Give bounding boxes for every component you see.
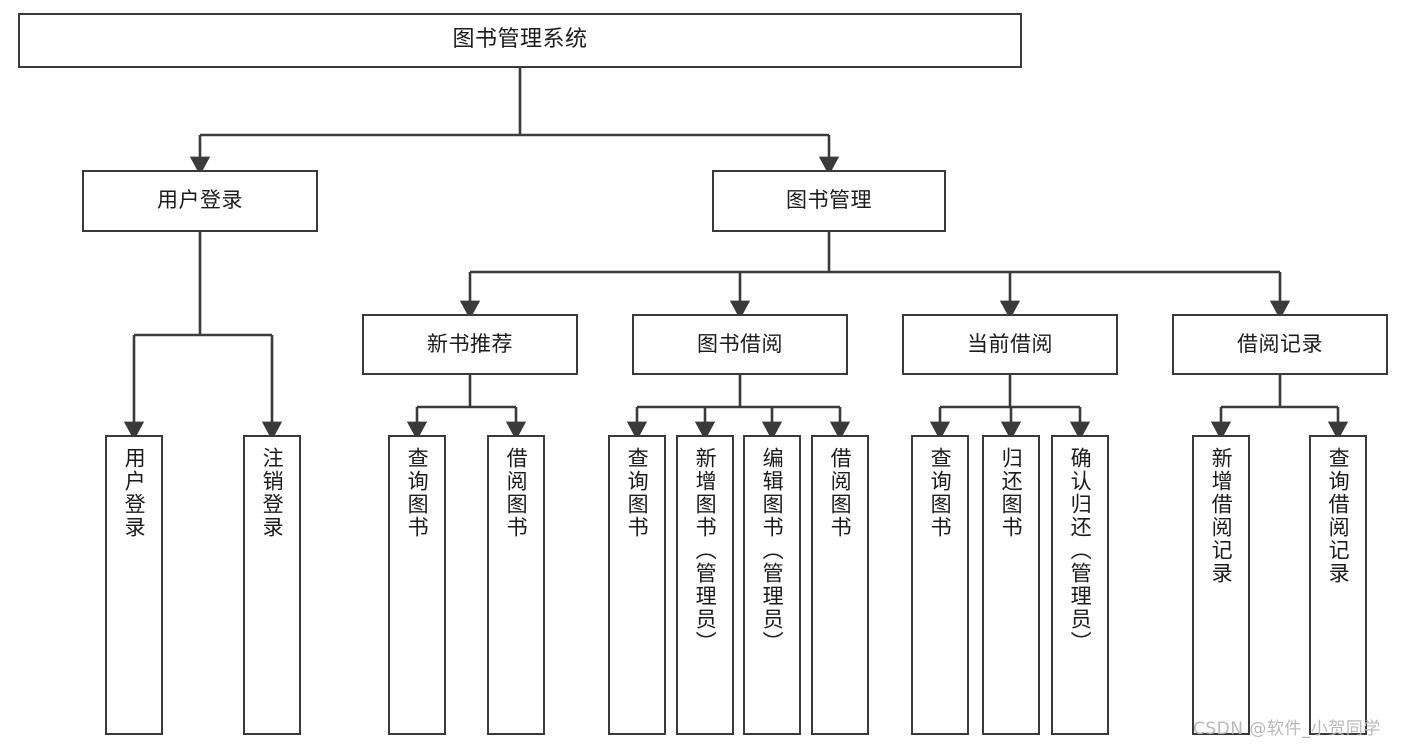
node-root[interactable]: 图书管理系统	[18, 13, 1022, 68]
node-user-login[interactable]: 用户登录	[82, 170, 318, 232]
node-label: 新增借阅记录	[1209, 447, 1234, 585]
node-label: 编辑图书（管理员）	[760, 447, 785, 654]
node-label: 图书管理	[786, 188, 872, 213]
node-label: 归还图书	[999, 447, 1024, 539]
node-leaf-rec-borrow[interactable]: 借阅图书	[487, 435, 545, 735]
node-leaf-book-borrow[interactable]: 借阅图书	[811, 435, 869, 735]
node-label: 借阅图书	[504, 447, 529, 539]
node-leaf-user-login[interactable]: 用户登录	[105, 435, 163, 735]
node-label: 借阅记录	[1237, 331, 1323, 356]
node-label: 图书借阅	[697, 331, 783, 356]
watermark-label: CSDN @软件_小贺同学	[1193, 719, 1381, 739]
node-label: 注销登录	[260, 447, 285, 539]
node-label: 确认归还（管理员）	[1068, 447, 1093, 654]
edge-group	[123, 68, 1349, 441]
node-label: 新书推荐	[427, 331, 513, 356]
node-leaf-cur-confirm[interactable]: 确认归还（管理员）	[1051, 435, 1109, 735]
node-label: 用户登录	[157, 188, 243, 213]
node-new-book-rec[interactable]: 新书推荐	[362, 314, 578, 375]
node-label: 查询图书	[405, 447, 430, 539]
node-label: 用户登录	[122, 447, 147, 539]
node-book-borrow[interactable]: 图书借阅	[632, 314, 848, 375]
node-label: 查询借阅记录	[1326, 447, 1351, 585]
node-leaf-cur-query[interactable]: 查询图书	[911, 435, 969, 735]
node-leaf-rec-query[interactable]: 查询图书	[388, 435, 446, 735]
node-leaf-user-logout[interactable]: 注销登录	[243, 435, 301, 735]
node-label: 新增图书（管理员）	[693, 447, 718, 654]
node-label: 查询图书	[928, 447, 953, 539]
node-label: 图书管理系统	[452, 27, 588, 53]
node-leaf-borrow-query[interactable]: 查询图书	[608, 435, 666, 735]
node-borrow-record[interactable]: 借阅记录	[1172, 314, 1388, 375]
node-current-borrow[interactable]: 当前借阅	[902, 314, 1118, 375]
node-label: 查询图书	[625, 447, 650, 539]
node-label: 当前借阅	[967, 331, 1053, 356]
node-book-manage[interactable]: 图书管理	[712, 170, 946, 232]
node-leaf-book-edit[interactable]: 编辑图书（管理员）	[743, 435, 801, 735]
node-label: 借阅图书	[828, 447, 853, 539]
node-leaf-book-add[interactable]: 新增图书（管理员）	[676, 435, 734, 735]
node-leaf-cur-return[interactable]: 归还图书	[982, 435, 1040, 735]
node-leaf-rec-query2[interactable]: 查询借阅记录	[1309, 435, 1367, 735]
node-leaf-rec-add[interactable]: 新增借阅记录	[1192, 435, 1250, 735]
